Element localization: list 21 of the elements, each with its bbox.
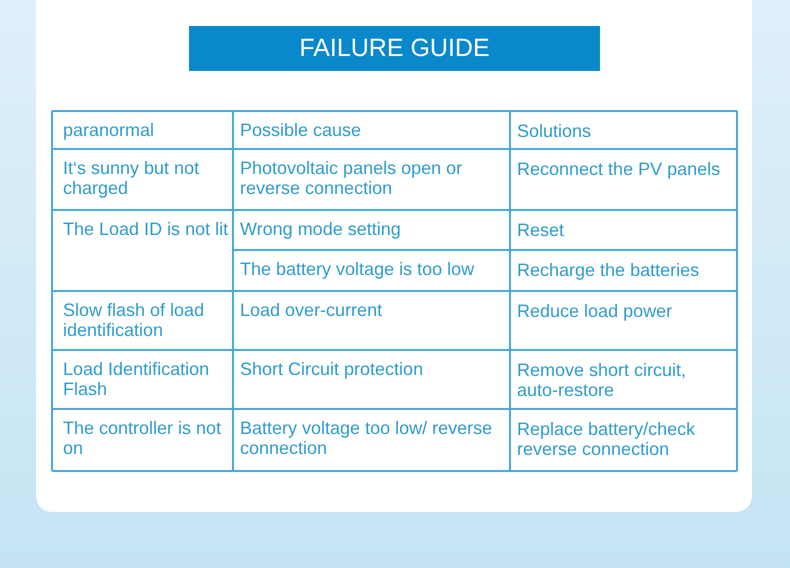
column-header: paranormal [63,120,156,140]
cell-text: Load Identification Flash [63,359,210,399]
cell-text: Remove short circuit, auto-restore [517,360,688,400]
column-header: Solutions [517,121,592,141]
cell-text: Reconnect the PV panels [517,159,722,179]
cell-text: Reset [517,220,566,240]
cell-text: Short Circuit protection [240,359,424,379]
cell-text: Photovoltaic panels open or reverse connection [240,158,464,198]
column-header: Possible cause [240,120,362,140]
cell-text: Reduce load power [517,301,674,321]
cell-text: The battery voltage is too low [240,259,476,279]
title-banner: FAILURE GUIDE [189,26,600,71]
cell-text: The Load ID is not lit [63,219,230,239]
cell-text: Slow flash of load identification [63,300,206,340]
cell-text: Wrong mode setting [240,219,402,239]
cell-text: Replace battery/check reverse connection [517,419,696,459]
cell-text: It‘s sunny but not charged [63,158,200,198]
cell-text: The controller is not on [63,418,222,458]
cell-text: Load over-current [240,300,384,320]
cell-text: Recharge the batteries [517,260,700,280]
cell-text: Battery voltage too low/ reverse connection [240,418,494,458]
